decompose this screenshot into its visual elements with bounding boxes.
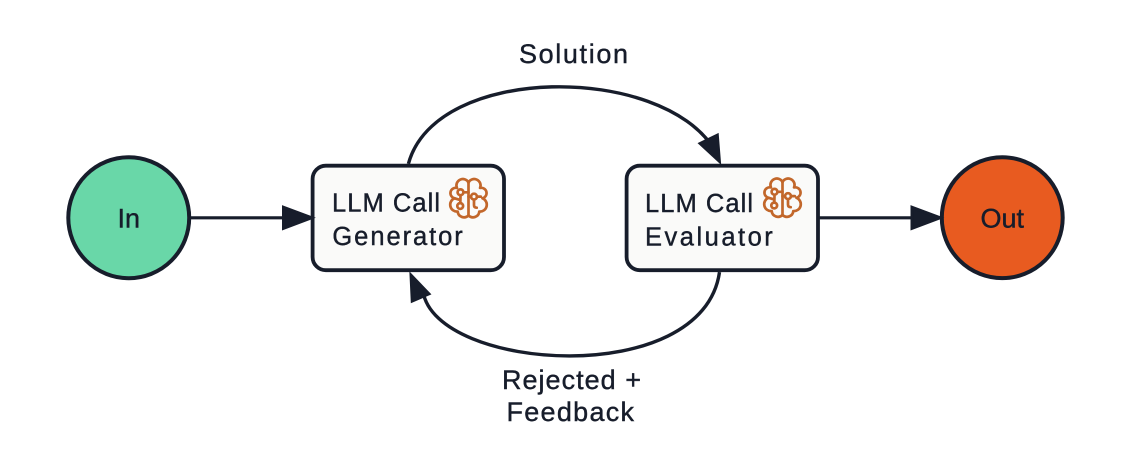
svg-text:In: In xyxy=(118,204,141,234)
svg-text:LLM Call: LLM Call xyxy=(332,190,440,218)
svg-text:Generator: Generator xyxy=(332,223,463,251)
svg-text:LLM Call: LLM Call xyxy=(645,190,753,218)
svg-text:Feedback: Feedback xyxy=(507,397,635,427)
svg-text:Evaluator: Evaluator xyxy=(645,224,773,252)
svg-text:Out: Out xyxy=(980,204,1024,234)
svg-text:Rejected +: Rejected + xyxy=(502,365,641,395)
